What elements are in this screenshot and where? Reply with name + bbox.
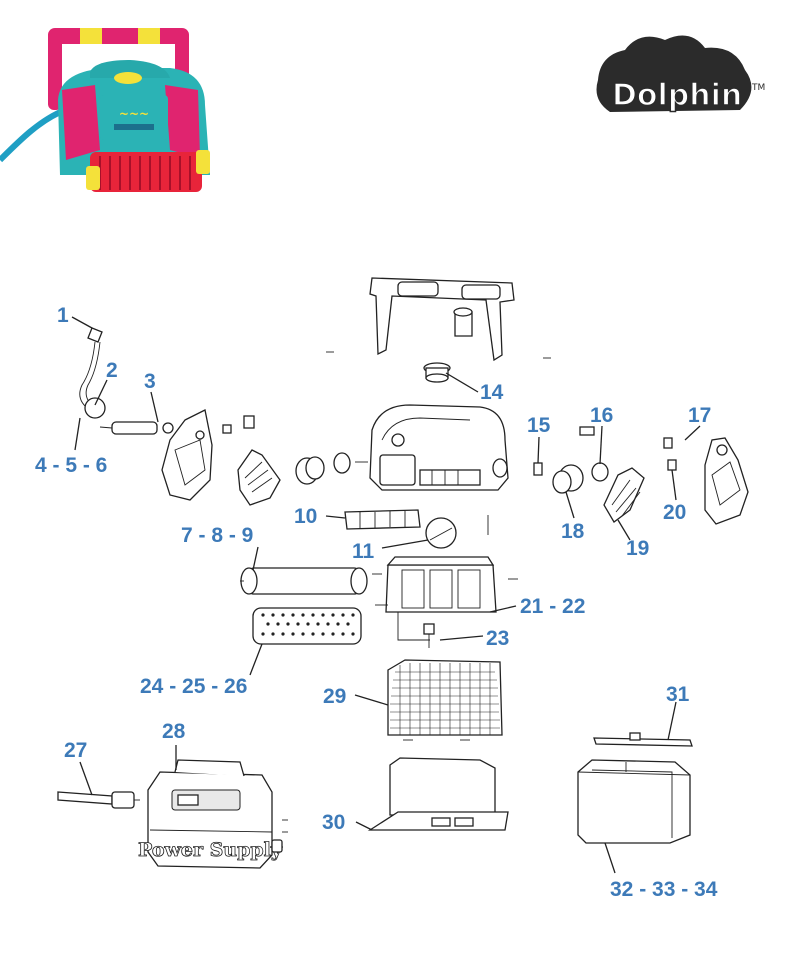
- callout-2: 2: [106, 359, 118, 382]
- leader-lines: [71, 316, 701, 874]
- power-supply-part: Power Supply: [138, 759, 288, 869]
- callout-20: 20: [663, 501, 686, 524]
- filter-frame-part: [367, 757, 509, 831]
- callout-4-5-6: 4 - 5 - 6: [35, 454, 107, 477]
- svg-text:~~~: ~~~: [119, 107, 149, 121]
- callout-1: 1: [57, 304, 69, 327]
- motor-body-part: [369, 404, 509, 491]
- callout-11: 11: [352, 540, 375, 563]
- brush-part: [252, 607, 362, 645]
- dolphin-logo: Dolphin TM: [596, 35, 765, 114]
- cable-part: [79, 327, 106, 419]
- left-track-part: [237, 415, 281, 506]
- handle-part: [369, 277, 515, 362]
- callout-31: 31: [666, 683, 690, 706]
- callout-15: 15: [527, 414, 551, 437]
- callout-30: 30: [322, 811, 345, 834]
- callout-10: 10: [294, 505, 317, 528]
- callout-32-33-34: 32 - 33 - 34: [610, 878, 718, 901]
- right-track-part: [603, 467, 645, 523]
- axle-part: [99, 421, 174, 435]
- callout-21-22: 21 - 22: [520, 595, 585, 618]
- dolphin-logo-text: Dolphin: [612, 78, 742, 113]
- callout-7-8-9: 7 - 8 - 9: [181, 524, 253, 547]
- callout-17: 17: [688, 404, 711, 427]
- trademark-mark: TM: [751, 83, 765, 93]
- callout-16: 16: [590, 404, 613, 427]
- roller-part: [240, 567, 368, 595]
- callout-labels: 1 2 3 4 - 5 - 6 7 - 8 - 9 10 11 14 15 16…: [35, 304, 718, 901]
- power-cable-part: [57, 791, 140, 809]
- callout-19: 19: [626, 537, 649, 560]
- callout-3: 3: [144, 370, 156, 393]
- clip-part: [593, 732, 693, 747]
- filter-bag-part: [577, 759, 691, 844]
- filter-basket-part: [387, 659, 503, 741]
- callout-28: 28: [162, 720, 186, 743]
- filter-strip-part: [344, 509, 421, 530]
- callout-14: 14: [480, 381, 504, 404]
- power-supply-label: Power Supply: [138, 839, 283, 861]
- callout-18: 18: [561, 520, 585, 543]
- callout-29: 29: [323, 685, 346, 708]
- callout-24-25-26: 24 - 25 - 26: [140, 675, 247, 698]
- pump-motor-part: [375, 556, 497, 648]
- callout-23: 23: [486, 627, 509, 650]
- right-side-plate-part: [704, 437, 749, 525]
- left-side-plate-part: [161, 409, 213, 501]
- robot-product-photo: ~~~: [0, 28, 210, 192]
- swivel-part: [423, 362, 451, 383]
- callout-27: 27: [64, 739, 87, 762]
